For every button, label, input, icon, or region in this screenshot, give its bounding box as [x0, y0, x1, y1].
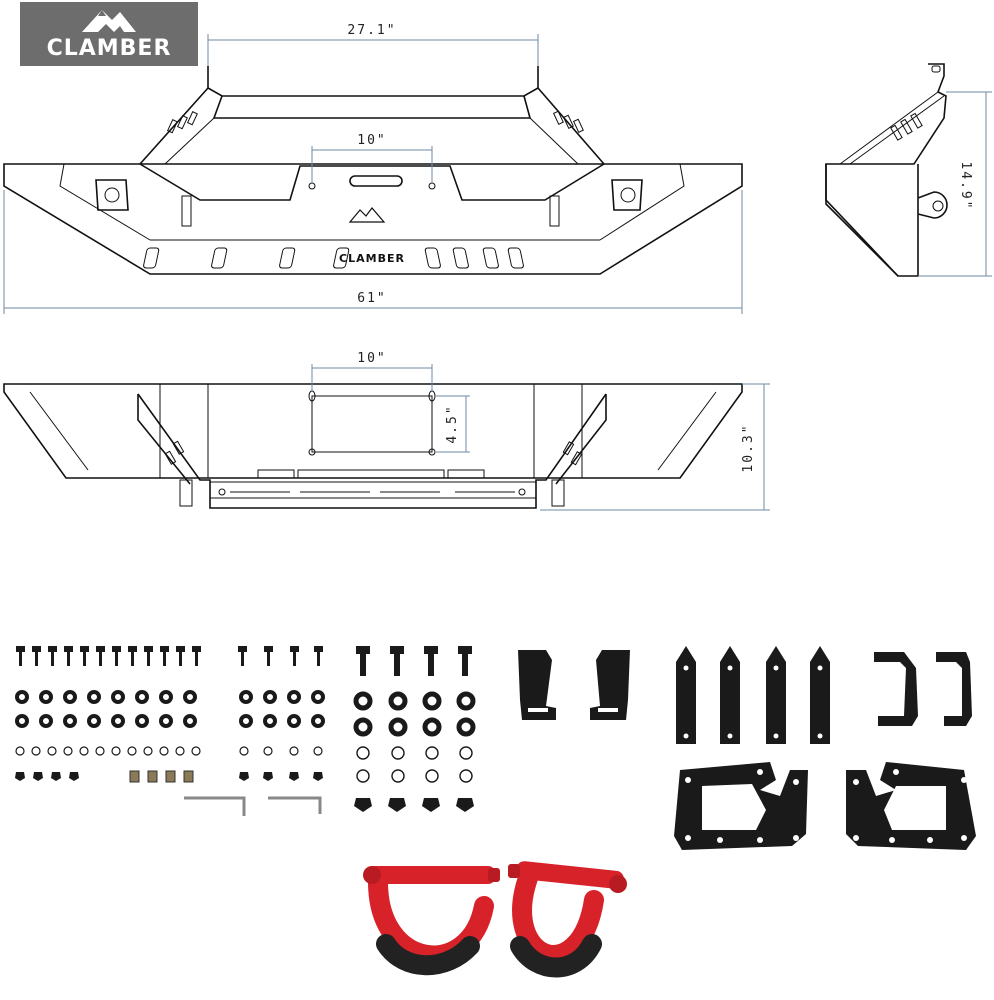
brand-name: CLAMBER	[46, 36, 172, 61]
dim-overall-width: 61"	[357, 291, 386, 306]
dim-bottom-height: 10.3"	[741, 423, 756, 472]
dim-winch-spacing-bottom: 10"	[357, 351, 386, 366]
allen-key-icon	[184, 796, 246, 816]
d-ring-shackles	[363, 861, 627, 978]
bumper-logo-text: CLAMBER	[339, 252, 405, 265]
bolt-set-small	[15, 646, 246, 816]
side-view: 14.9"	[825, 63, 992, 277]
bolt-set-medium	[238, 646, 325, 814]
dim-winch-spacing-front: 10"	[357, 133, 386, 148]
c-brackets	[874, 652, 972, 726]
l-brackets	[518, 650, 630, 720]
mounting-plates	[674, 762, 976, 850]
dim-top-width: 27.1"	[347, 23, 396, 38]
mountain-icon	[82, 10, 136, 32]
hardware-kit	[15, 646, 976, 978]
vertical-plates	[676, 646, 830, 744]
allen-key-icon	[268, 796, 322, 814]
bolt-set-large	[353, 646, 476, 812]
dim-winch-depth: 4.5"	[445, 404, 460, 443]
mountain-icon	[348, 207, 386, 223]
shackle-left-icon	[363, 866, 500, 976]
front-view: 27.1"	[3, 23, 743, 314]
bottom-view: 10" 4.5"	[3, 351, 770, 511]
brand-logo: CLAMBER	[20, 2, 198, 66]
dim-side-height: 14.9"	[958, 161, 973, 210]
shackle-right-icon	[508, 861, 627, 978]
